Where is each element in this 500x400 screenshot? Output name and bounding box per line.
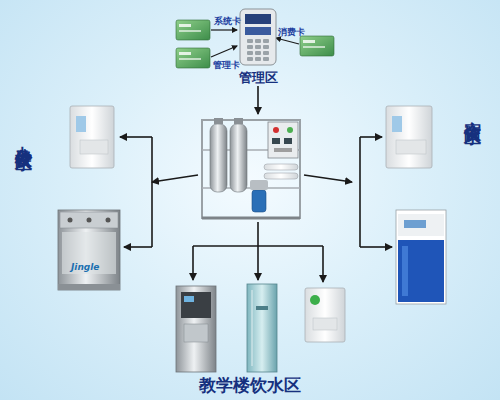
zone-label: 宿舍饮水区 <box>463 108 483 118</box>
glass-dispenser <box>247 284 277 372</box>
water-treatment-machine <box>202 118 300 218</box>
card-label: 消费卡 <box>278 27 305 37</box>
manage-card <box>176 48 210 68</box>
wall-dispenser <box>386 106 432 168</box>
blue-cabinet-dispenser <box>396 210 446 304</box>
zone-label: 办公楼饮水区 <box>14 132 34 144</box>
card-label: 管理卡 <box>213 60 240 70</box>
card-arrow <box>276 38 299 44</box>
zone-heading: 管理区 <box>239 69 278 87</box>
wall-dispenser <box>70 106 114 168</box>
card-reader: 管理区 <box>238 8 278 66</box>
brand-logo: Jingle <box>71 262 99 272</box>
flow-arrow <box>257 86 259 114</box>
card-label: 系统卡 <box>214 16 241 26</box>
zone-label: 教学楼饮水区 <box>199 376 301 396</box>
consume-card <box>300 36 334 56</box>
card-arrow <box>211 29 237 30</box>
branch-lines <box>120 137 392 282</box>
steel-dispenser <box>58 210 120 290</box>
system-card <box>176 20 210 40</box>
steel-dispenser <box>176 286 216 372</box>
card-arrow <box>211 46 237 57</box>
wall-dispenser <box>305 288 345 342</box>
card-reader-outline <box>238 8 278 66</box>
